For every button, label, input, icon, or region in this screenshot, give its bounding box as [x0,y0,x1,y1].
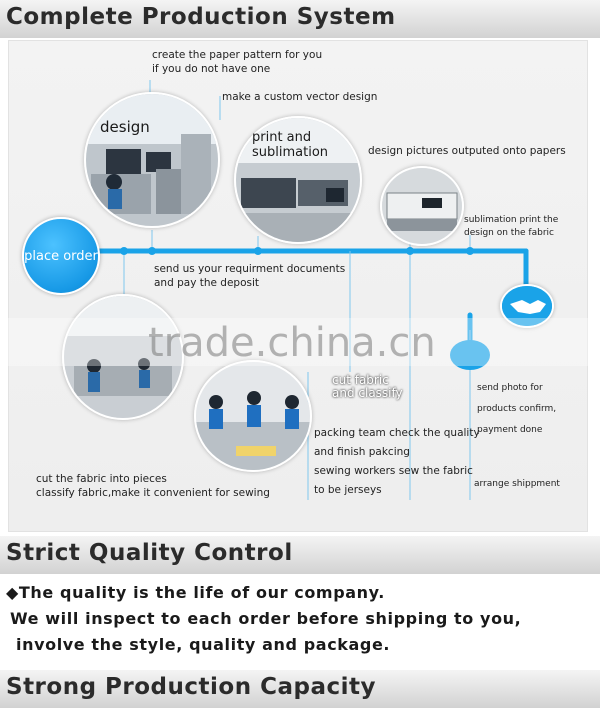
cutting-photo [62,294,184,420]
sewing-team-photo [194,360,312,472]
watermark-band [0,318,600,366]
caption-requirement: send us your requirment documents and pa… [154,262,345,290]
caption-vector: make a custom vector design [222,90,377,104]
section-title: Strict Quality Control [6,540,293,566]
caption-line: and finish pakcing [314,446,410,458]
print-sublimation-text: print and sublimation [252,130,329,160]
caption-line: send photo for [477,383,543,393]
caption-cut: cut the fabric into pieces classify fabr… [36,472,270,500]
quality-line-1: ◆The quality is the life of our company. [6,583,385,602]
design-photo [84,92,220,228]
caption-line: if you do not have one [152,63,271,75]
caption-line: design pictures outputed onto papers [368,145,566,157]
section-header-production-capacity: Strong Production Capacity [0,670,600,708]
caption-packing: packing team check the quality and finis… [314,424,480,500]
section-header-quality-control: Strict Quality Control [0,536,600,574]
caption-line: arrange shippment [474,479,560,489]
watermark-text: trade.china.cn [148,320,436,366]
section-title: Complete Production System [6,4,396,30]
caption-shipment: arrange shippment [474,478,560,491]
caption-line: sewing workers sew the fabric [314,465,473,477]
design-label: design [100,118,150,136]
caption-line: packing team check the quality [314,427,480,439]
section-title: Strong Production Capacity [6,674,376,700]
handshake-step [500,284,554,328]
section-header-production-system: Complete Production System [0,0,600,38]
caption-line: create the paper pattern for you [152,49,323,61]
print-sublimation-label: print and sublimation [252,130,334,160]
confirm-step [450,340,490,370]
place-order-label: place order [24,248,98,264]
quality-line-2: We will inspect to each order before shi… [10,609,522,628]
quality-line-3: involve the style, quality and package. [16,635,391,654]
caption-photo: send photo for products confirm, payment… [477,378,556,441]
caption-line: products confirm, [477,404,557,414]
caption-line: to be jerseys [314,484,382,496]
caption-line: payment done [477,425,543,435]
cut-fabric-text: cut fabric and classify [332,373,403,400]
caption-outputted: design pictures outputed onto papers [368,144,566,158]
caption-line: sublimation print the [464,215,559,225]
caption-line: classify fabric,make it convenient for s… [36,487,270,499]
cut-fabric-label: cut fabric and classify [332,374,406,400]
caption-pattern: create the paper pattern for you if you … [152,48,322,76]
caption-sublimation: sublimation print the design on the fabr… [464,214,558,240]
caption-line: cut the fabric into pieces [36,473,167,485]
place-order-step: place order [22,217,100,295]
caption-line: and pay the deposit [154,277,260,289]
caption-line: send us your requirment documents [154,263,346,275]
sublimation-machine-photo [380,166,464,246]
caption-line: make a custom vector design [222,91,378,103]
handshake-icon [502,286,552,326]
caption-line: design on the fabric [464,228,554,238]
